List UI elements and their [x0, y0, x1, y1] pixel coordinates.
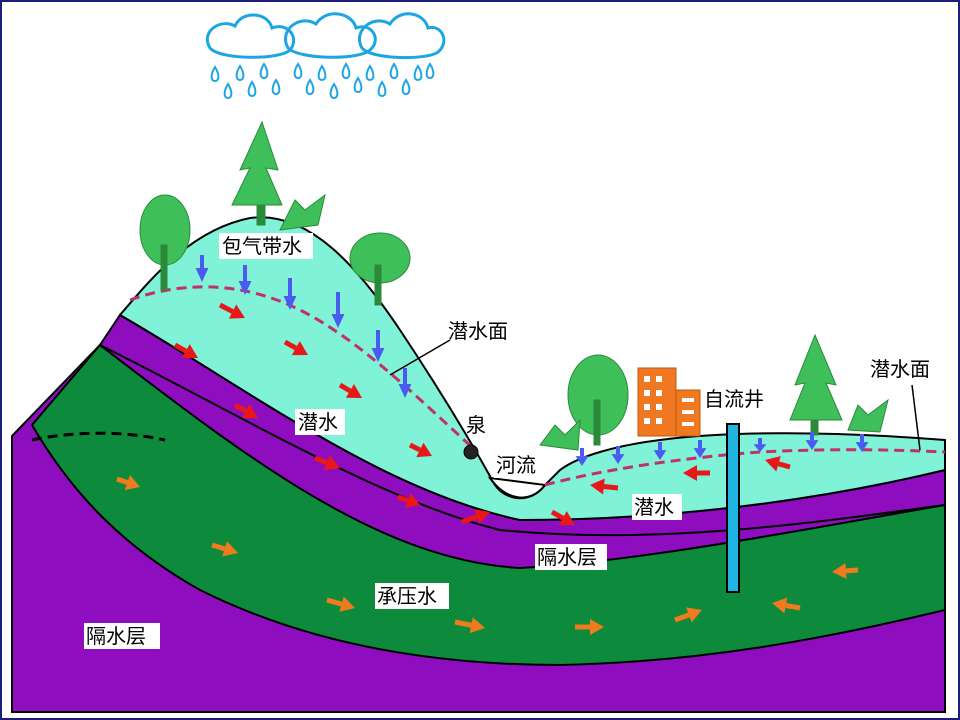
well-icon	[726, 423, 740, 593]
rain-drop	[329, 82, 339, 100]
phreatic-flow-arrow	[765, 456, 791, 472]
label-phreatic-right: 潜水	[634, 495, 674, 519]
phreatic-flow-arrow	[233, 402, 258, 419]
leader-line-right	[911, 384, 921, 451]
phreatic-flow-arrow	[173, 342, 198, 359]
recharge-arrow	[398, 368, 412, 398]
water-table-right	[544, 448, 946, 487]
label-phreatic-left-box: 潜水	[295, 409, 345, 435]
spring-icon	[463, 444, 479, 460]
confined-flow-arrow	[211, 541, 238, 557]
label-confined-water-box: 承压水	[375, 583, 449, 609]
phreatic-flow-arrow	[408, 442, 432, 458]
building-icon	[637, 367, 701, 437]
label-artesian-well-box: 自流井	[702, 386, 772, 412]
label-water-table-left: 潜水面	[448, 319, 508, 343]
rain-drop	[317, 64, 327, 82]
rain-drop	[223, 82, 233, 100]
phreatic-flow-arrow	[338, 382, 362, 398]
phreatic-flow-arrow	[461, 509, 490, 525]
recharge-arrow	[855, 434, 869, 452]
label-vadose-water: 包气带水	[222, 234, 302, 258]
confined-flow-arrow	[116, 475, 140, 491]
phreatic-flow-arrow	[550, 509, 575, 526]
confined-flow-arrow	[772, 597, 801, 614]
leader-line-left	[389, 339, 451, 376]
rain-drop	[353, 76, 363, 94]
label-aquiclude-middle: 隔水层	[537, 545, 597, 569]
recharge-arrow	[195, 255, 209, 282]
rain-drop	[235, 64, 245, 82]
phreatic-flow-arrow	[218, 302, 245, 319]
phreatic-flow-arrow	[283, 339, 308, 356]
rain-drop	[247, 80, 257, 98]
rain-drop	[259, 62, 269, 80]
recharge-arrow	[753, 438, 767, 452]
label-confined-water: 承压水	[377, 584, 437, 608]
label-phreatic-left: 潜水	[298, 410, 338, 434]
rain-drop	[365, 64, 375, 82]
label-vadose-water-box: 包气带水	[219, 233, 313, 259]
confined-flow-arrow	[575, 619, 604, 635]
phreatic-flow-arrow	[590, 478, 619, 495]
confined-dashed-boundary	[31, 431, 166, 442]
water-table-left	[129, 285, 477, 452]
rain-drop	[401, 78, 411, 96]
recharge-arrow	[653, 442, 667, 460]
label-aquiclude-bottom: 隔水层	[86, 624, 146, 648]
confined-flow-arrow	[832, 562, 859, 579]
rain-drops	[210, 62, 435, 100]
label-aquiclude-middle-box: 隔水层	[535, 544, 607, 570]
river-channel	[487, 476, 547, 499]
recharge-arrow	[805, 432, 819, 450]
rain-drop	[271, 78, 281, 96]
recharge-arrow	[238, 265, 252, 295]
rain-drop	[293, 62, 303, 80]
rain-drop	[210, 65, 220, 83]
phreatic-flow-arrow	[683, 465, 710, 481]
rain-drop	[377, 80, 387, 98]
rain-drop	[389, 62, 399, 80]
label-aquiclude-bottom-box: 隔水层	[84, 623, 160, 649]
recharge-arrow	[575, 448, 589, 466]
label-phreatic-right-box: 潜水	[632, 494, 682, 520]
label-river: 河流	[496, 453, 536, 477]
tree-icon	[139, 120, 889, 451]
recharge-arrow	[371, 330, 385, 362]
rain-drop	[413, 64, 423, 82]
label-artesian-well: 自流井	[704, 387, 764, 411]
rain-drop	[305, 78, 315, 96]
recharge-arrow	[611, 446, 625, 464]
phreatic-flow-arrow	[314, 455, 340, 471]
rain-drop	[341, 62, 351, 80]
confined-flow-arrow	[674, 607, 702, 623]
rain-drop	[425, 62, 435, 80]
aquiclude-middle-bottom	[99, 344, 946, 570]
label-river-box: 河流	[494, 452, 544, 478]
rain-cloud-icon	[206, 12, 446, 60]
confined-flow-arrow	[454, 617, 485, 634]
phreatic-flow-arrow	[397, 493, 420, 509]
label-water-table-right: 潜水面	[870, 357, 930, 381]
recharge-arrow	[693, 440, 707, 458]
recharge-arrow	[283, 278, 297, 310]
flow-arrows	[116, 255, 869, 635]
recharge-arrow	[331, 292, 345, 328]
label-spring: 泉	[466, 413, 486, 437]
confined-flow-arrow	[326, 596, 355, 612]
